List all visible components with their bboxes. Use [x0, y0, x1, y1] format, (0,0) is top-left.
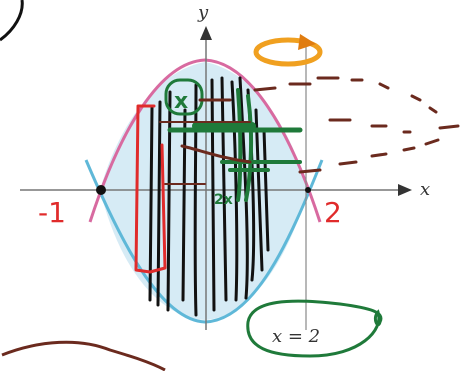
brown-curve-bottom — [1, 340, 166, 371]
y-axis-arrow-icon — [200, 26, 212, 40]
x-axis-label: x — [420, 179, 430, 200]
strip-label-mid: 2x — [214, 192, 233, 208]
left-intercept-point — [96, 185, 106, 195]
green-label-loop — [246, 299, 383, 358]
right-intercept-label: 2 — [324, 196, 342, 229]
red-bracket — [134, 104, 167, 274]
x-axis-arrow-icon — [398, 184, 412, 196]
circular-rotation-arrow-icon — [253, 34, 323, 67]
brown-dashed-lines — [159, 76, 460, 185]
y-axis-label: y — [197, 2, 209, 23]
strip-label-top: x — [174, 89, 188, 114]
left-intercept-label: -1 — [38, 196, 66, 229]
lower-curve — [84, 159, 324, 324]
upper-curve — [88, 58, 322, 223]
right-intercept-point — [305, 187, 311, 193]
rotation-axis-label: x = 2 — [272, 326, 320, 347]
black-arc-top-left — [0, 0, 24, 42]
